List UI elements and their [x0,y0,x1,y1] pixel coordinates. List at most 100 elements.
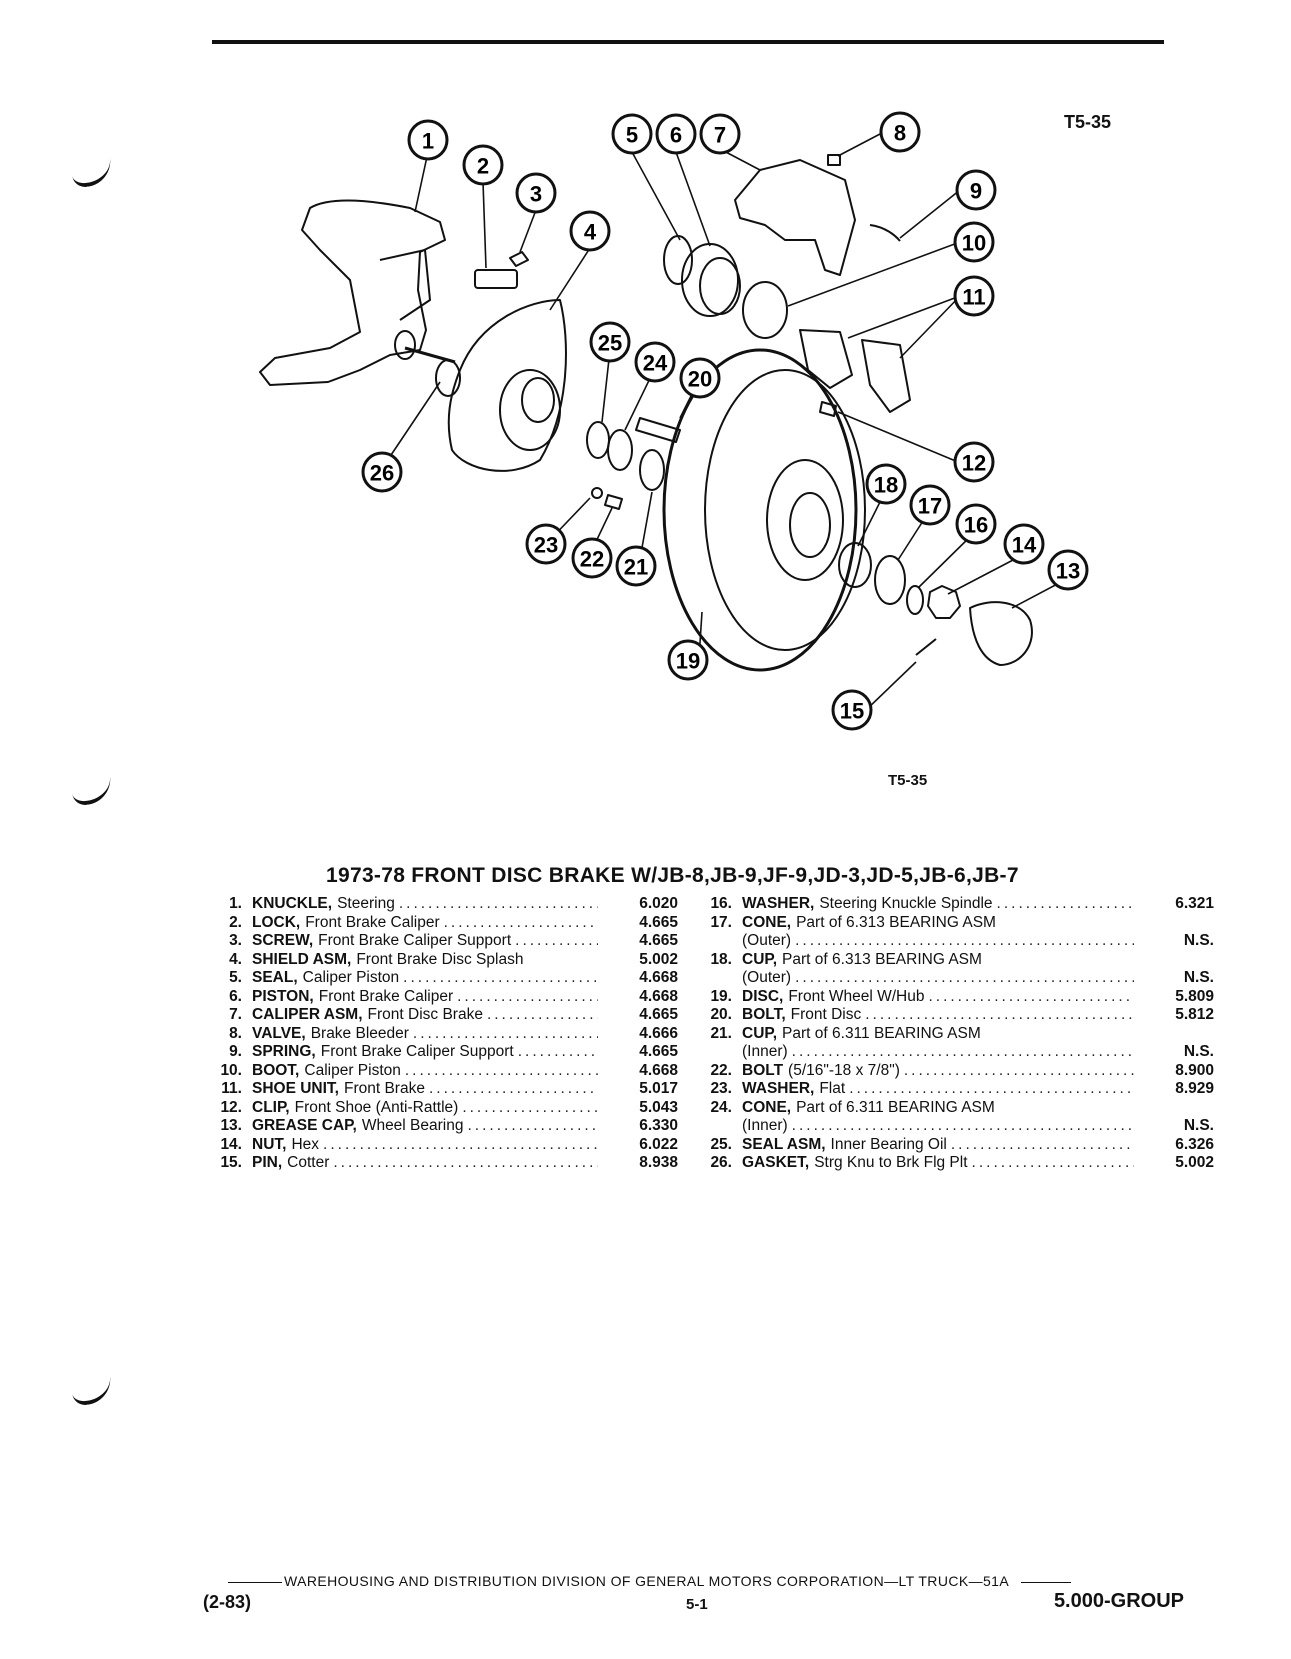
callout-7: 7 [699,113,741,155]
part-number: 8. [229,1024,242,1042]
callout-19: 19 [667,639,709,681]
part-description-group: WASHER,Flat [742,1080,1134,1099]
caliper-lock-shape [474,269,518,289]
part-number: 12. [220,1098,242,1116]
callout-22: 22 [571,537,613,579]
dot-leader [928,988,1134,1007]
part-description: (Inner) [742,1043,788,1060]
callout-17: 17 [909,484,951,526]
part-row: 11.SHOE UNIT,Front Brake5.017 [200,1080,678,1099]
callout-16: 16 [955,503,997,545]
part-description: Brake Bleeder [310,1024,409,1042]
callout-number: 3 [530,182,542,207]
part-name: CLIP, [252,1098,290,1116]
part-number: 5. [229,969,242,986]
callout-number: 8 [894,121,906,146]
part-group-code: 5.002 [1175,1154,1214,1171]
callout-circle [615,545,657,587]
part-number: 21. [710,1024,732,1042]
dot-leader [413,1025,598,1044]
part-group-code: N.S. [1183,932,1214,949]
callout-circle [865,463,907,505]
part-row: 3.SCREW,Front Brake Caliper Support4.665 [200,932,678,951]
callout-circle [361,451,403,493]
part-group-code: 4.665 [639,1043,678,1060]
part-description-group: (Inner) [742,1117,1134,1136]
callout-circle [953,275,995,317]
part-row: 14.NUT,Hex6.022 [200,1136,678,1155]
hex-nut-shape [927,585,961,619]
part-group-code: 5.812 [1175,1006,1214,1023]
callout-number: 23 [534,533,558,558]
parts-list-title: 1973-78 FRONT DISC BRAKE W/JB-8,JB-9,JF-… [326,864,1019,887]
dot-leader [457,988,598,1007]
part-group-code: 6.020 [639,895,678,912]
callout-2: 2 [462,144,504,186]
callout-number: 2 [477,154,489,179]
part-description: Front Brake Disc Splash [356,950,524,968]
callout-number: 11 [962,285,985,310]
part-description-group: LOCK,Front Brake Caliper [252,914,598,933]
callout-4: 4 [569,210,611,252]
part-description-group: CUP,Part of 6.313 BEARING ASM [742,951,1134,970]
part-number: 9. [229,1043,242,1060]
part-row: 26.GASKET,Strg Knu to Brk Flg Plt5.002 [690,1154,1214,1173]
part-row: 25.SEAL ASM,Inner Bearing Oil6.326 [690,1136,1214,1155]
footer-date: (2-83) [203,1592,252,1612]
part-description: Caliper Piston [302,969,400,986]
callout-number: 19 [676,649,700,674]
callout-circle [955,503,997,545]
callout-circle [953,441,995,483]
part-group-code: 4.666 [639,1024,678,1042]
dot-leader [951,1136,1134,1155]
footer-rule-left [228,1581,282,1583]
callout-21: 21 [615,545,657,587]
figure-code-top: T5-35 [1064,112,1112,132]
part-group-code: 4.668 [639,987,678,1005]
part-row: 17.CONE,Part of 6.313 BEARING ASM [690,914,1214,933]
part-number: 25. [710,1135,732,1153]
part-description: Flat [819,1080,846,1097]
callout-circle [699,113,741,155]
part-group-code: 5.002 [639,950,678,968]
part-name: PISTON, [252,987,314,1005]
part-description-group: SEAL,Caliper Piston [252,969,598,988]
part-description-group: CUP,Part of 6.311 BEARING ASM [742,1025,1134,1044]
part-name: DISC, [742,987,784,1005]
part-number: 3. [229,932,242,949]
parts-list-right: 16.WASHER,Steering Knuckle Spindle6.3211… [690,895,1214,1173]
part-row: 6.PISTON,Front Brake Caliper4.668 [200,988,678,1007]
part-row: 1.KNUCKLE,Steering6.020 [200,895,678,914]
callout-number: 24 [643,351,668,376]
caliper-shape [734,159,856,276]
dot-leader [904,1062,1134,1081]
part-name: SPRING, [252,1043,316,1060]
callout-number: 10 [962,231,986,256]
part-group-code: 6.330 [639,1117,678,1134]
part-description-group: SEAL ASM,Inner Bearing Oil [742,1136,1134,1155]
part-group-code: 4.668 [639,1061,678,1079]
part-description: Steering [337,895,395,912]
part-group-code: 4.665 [639,913,678,931]
part-description: Part of 6.311 BEARING ASM [796,1098,995,1116]
part-name: CONE, [742,913,792,931]
top-rule [212,40,1164,44]
callout-circle [655,113,697,155]
dot-leader [323,1136,598,1155]
part-row: 21. CUP,Part of 6.311 BEARING ASM [690,1025,1214,1044]
callout-circle [515,172,557,214]
part-row: (Outer)N.S. [690,932,1214,951]
callout-circle [879,111,921,153]
part-group-code: 5.809 [1175,987,1214,1005]
part-row: 12.CLIP,Front Shoe (Anti-Rattle)5.043 [200,1099,678,1118]
callout-circle [569,210,611,252]
part-group-code: 4.665 [639,932,678,949]
callout-23: 23 [525,523,567,565]
dot-leader [972,1154,1134,1173]
part-name: SHIELD ASM, [252,950,352,968]
dot-leader [399,895,598,914]
part-description-group: WASHER,Steering Knuckle Spindle [742,895,1134,914]
callout-13: 13 [1047,549,1089,591]
callout-number: 21 [624,555,648,580]
